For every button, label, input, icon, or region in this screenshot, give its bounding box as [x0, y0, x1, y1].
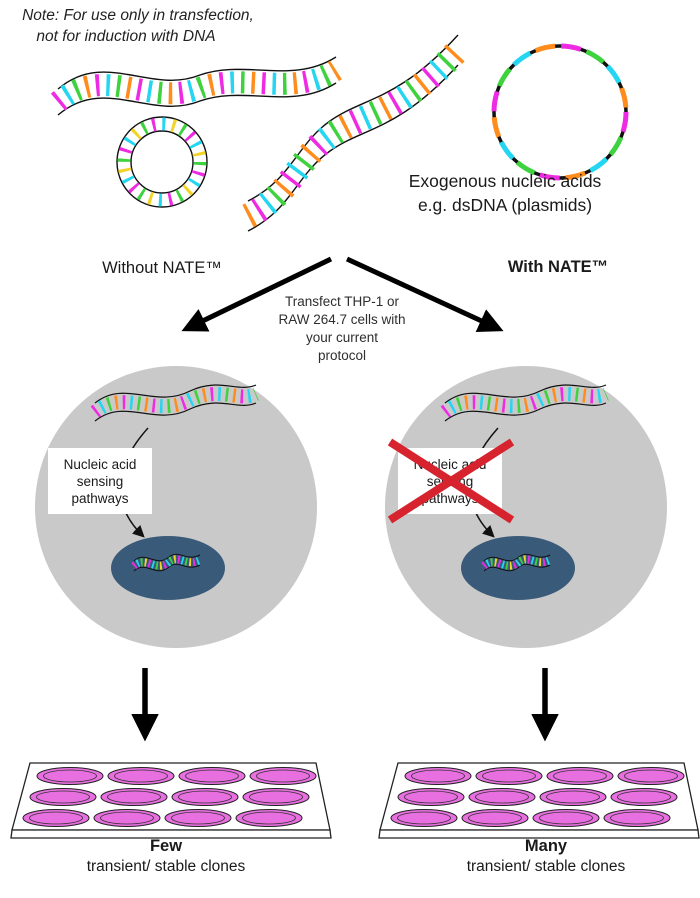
protocol-line2: RAW 264.7 cells with: [278, 312, 405, 327]
dna-strand-top: [58, 56, 336, 116]
red-x-icon: [387, 438, 515, 524]
arrow-without-nate: [181, 256, 333, 332]
cell-without-nate: [35, 366, 317, 648]
note-line1: Note: For use only in transfection,: [22, 7, 254, 24]
plasmid-large: [494, 46, 626, 178]
outcome-right-desc: transient/ stable clones: [467, 858, 626, 875]
cell-with-nate: [385, 366, 667, 648]
arrow-with-nate: [345, 256, 504, 332]
exogenous-label-line2: e.g. dsDNA (plasmids): [418, 195, 592, 215]
outcome-left-title: Few: [150, 837, 182, 855]
plate-right: [379, 763, 699, 838]
plasmid-small: [116, 116, 208, 208]
label-without-nate: Without NATE™: [102, 259, 222, 277]
protocol-line4: protocol: [318, 348, 366, 363]
protocol-line3: your current: [306, 330, 378, 345]
outcome-left-desc: transient/ stable clones: [87, 858, 246, 875]
protocol-text: Transfect THP-1 or RAW 264.7 cells with …: [278, 294, 405, 363]
protocol-line1: Transfect THP-1 or: [285, 294, 400, 309]
label-with-nate: With NATE™: [508, 258, 608, 276]
exogenous-label-line1: Exogenous nucleic acids: [409, 171, 602, 191]
note-line2: not for induction with DNA: [36, 28, 215, 45]
plate-left: [11, 763, 331, 838]
outcome-right-title: Many: [525, 837, 568, 855]
